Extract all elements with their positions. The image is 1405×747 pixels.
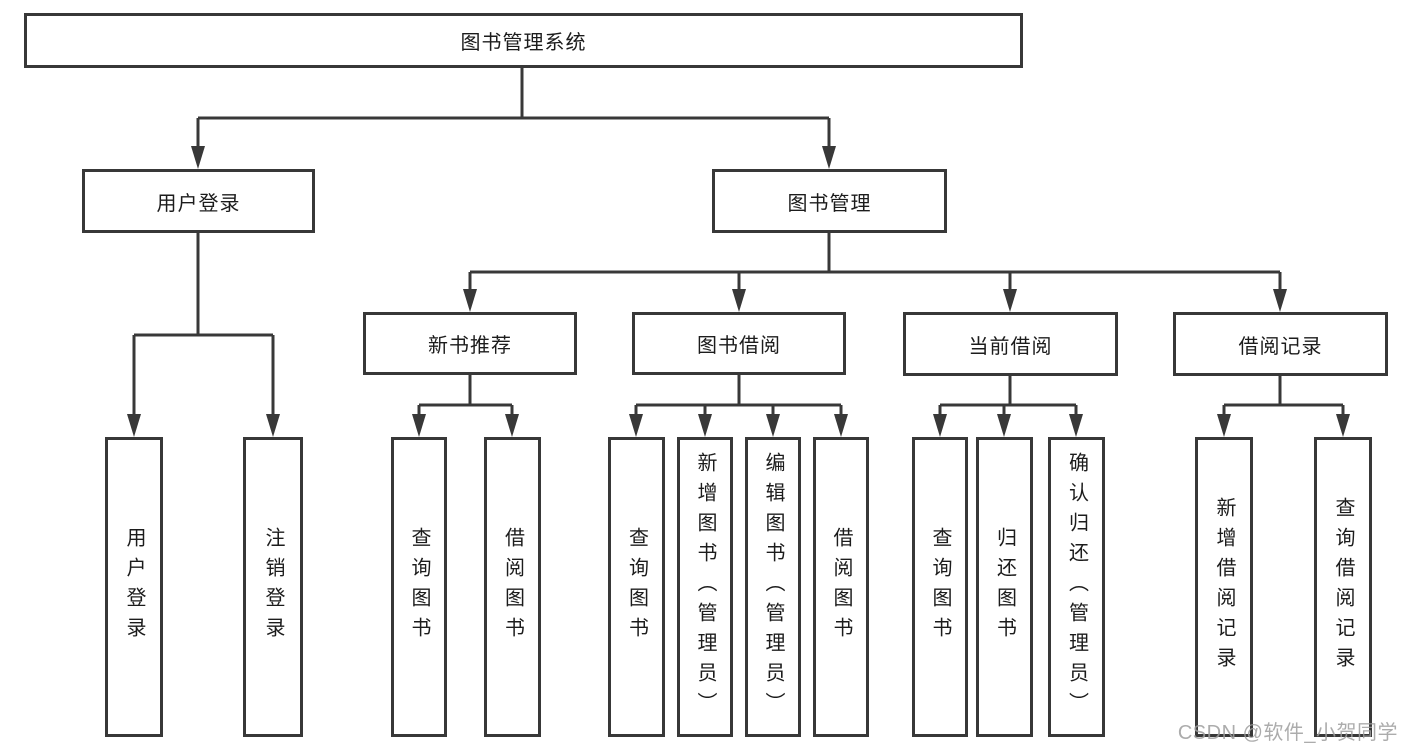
leaf-edit-book-admin: 编辑图书（管理员） [745, 437, 801, 737]
leaf-return-books: 归还图书 [976, 437, 1033, 737]
leaf-logout: 注销登录 [243, 437, 303, 737]
leaf-add-book-admin: 新增图书（管理员） [677, 437, 733, 737]
leaf-query-books-borrow: 查询图书 [608, 437, 665, 737]
leaf-edit-book-admin-label: 编辑图书（管理员） [762, 452, 784, 722]
leaf-query-borrow-record-label: 查询借阅记录 [1332, 497, 1354, 677]
leaf-user-login-label: 用户登录 [123, 527, 145, 647]
leaf-add-book-admin-label: 新增图书（管理员） [694, 452, 716, 722]
leaf-query-books-current-label: 查询图书 [929, 527, 951, 647]
leaf-add-borrow-record: 新增借阅记录 [1195, 437, 1253, 737]
leaf-query-books-recommend: 查询图书 [391, 437, 447, 737]
leaf-borrow-books-recommend: 借阅图书 [484, 437, 541, 737]
leaf-borrow-books-borrow: 借阅图书 [813, 437, 869, 737]
node-user-login: 用户登录 [82, 169, 315, 233]
csdn-watermark: CSDN @软件_小贺同学 [1177, 722, 1398, 744]
node-new-book-recommend: 新书推荐 [363, 312, 577, 375]
node-borrow-records: 借阅记录 [1173, 312, 1388, 376]
leaf-query-borrow-record: 查询借阅记录 [1314, 437, 1372, 737]
node-current-borrow: 当前借阅 [903, 312, 1118, 376]
leaf-confirm-return-admin-label: 确认归还（管理员） [1065, 452, 1088, 722]
connector-paths [132, 68, 1345, 416]
node-root-library-system: 图书管理系统 [24, 13, 1023, 68]
leaf-add-borrow-record-label: 新增借阅记录 [1213, 497, 1235, 677]
leaf-query-books-borrow-label: 查询图书 [625, 527, 648, 647]
arrowhead-down-icons [127, 146, 1350, 437]
leaf-query-books-current: 查询图书 [912, 437, 968, 737]
leaf-logout-label: 注销登录 [262, 527, 284, 647]
leaf-borrow-books-borrow-label: 借阅图书 [830, 527, 852, 647]
node-book-management: 图书管理 [712, 169, 947, 233]
leaf-return-books-label: 归还图书 [993, 527, 1016, 647]
leaf-borrow-books-recommend-label: 借阅图书 [501, 527, 524, 647]
leaf-user-login: 用户登录 [105, 437, 163, 737]
leaf-query-books-recommend-label: 查询图书 [408, 527, 430, 647]
leaf-confirm-return-admin: 确认归还（管理员） [1048, 437, 1105, 737]
node-book-borrow: 图书借阅 [632, 312, 846, 375]
